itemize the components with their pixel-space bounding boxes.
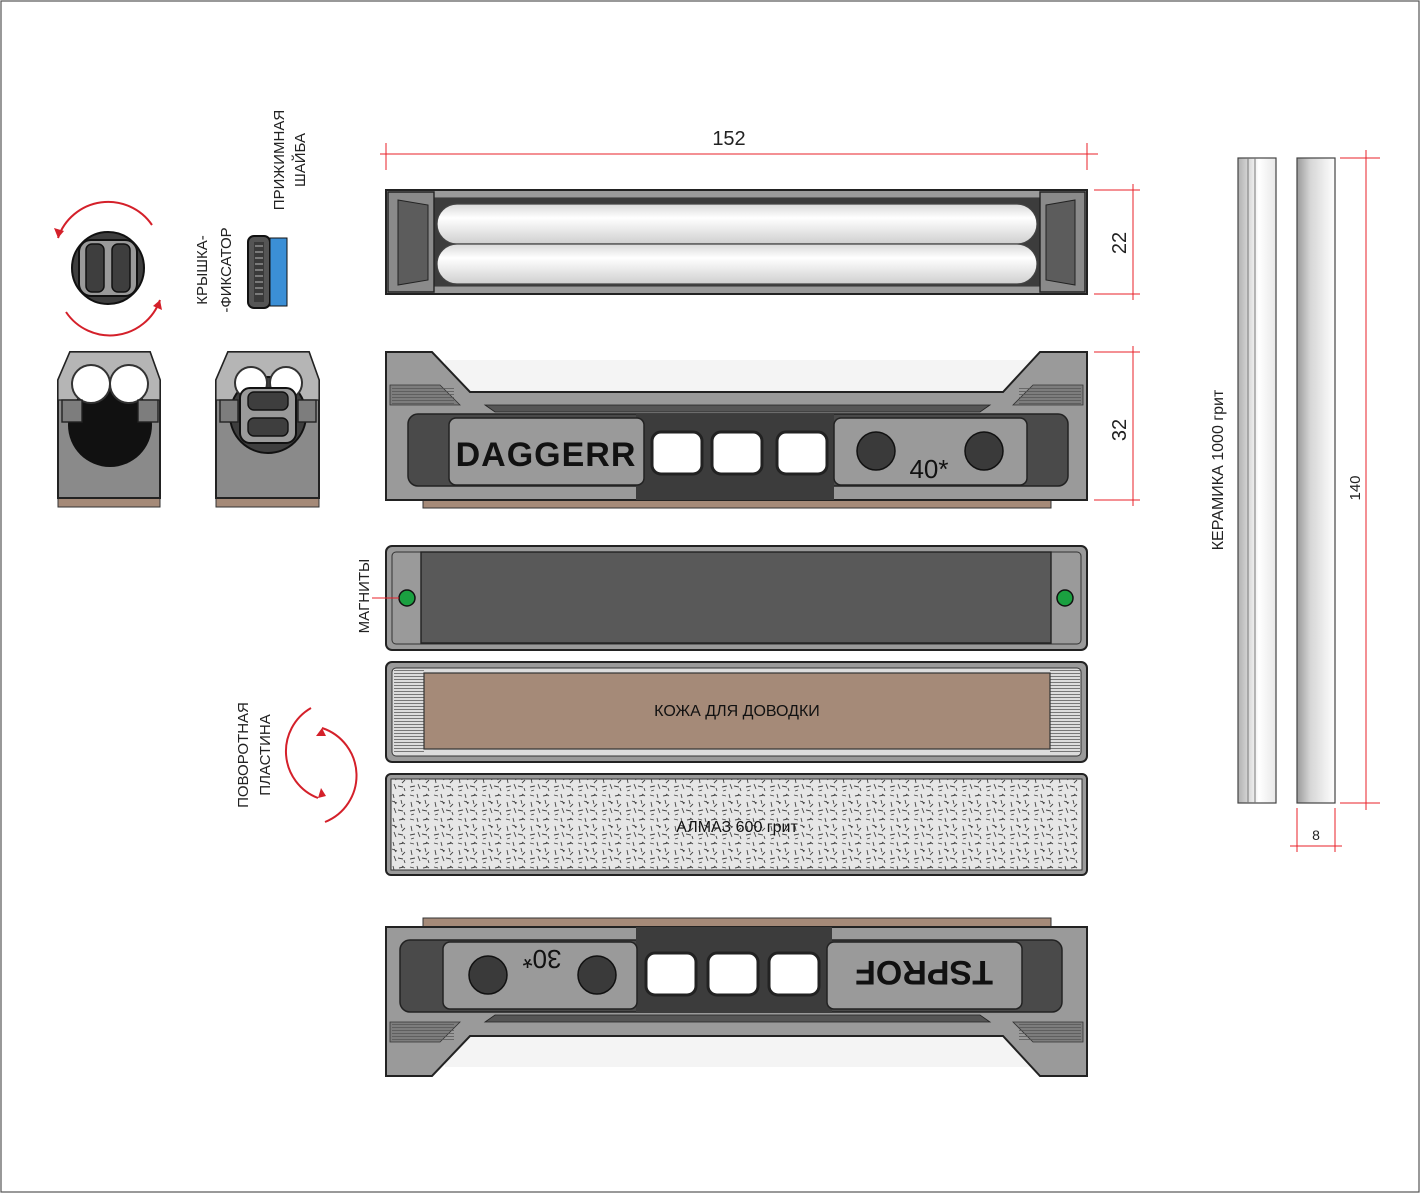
rotating-plate-label-2: ПЛАСТИНА <box>257 714 274 795</box>
ceramic-stones: КЕРАМИКА 1000 грит 140 8 <box>1210 150 1380 852</box>
cap-lock-label-2: -ФИКСАТОР <box>218 227 235 312</box>
arrow-head-icon <box>54 228 64 238</box>
leather-plate: КОЖА ДЛЯ ДОВОДКИ <box>385 661 1088 763</box>
top-view: 152 22 <box>380 128 1140 300</box>
side-profile-1 <box>57 351 161 508</box>
rotating-cap <box>54 200 162 337</box>
cap-lock-label-1: КРЫШКА- <box>194 235 211 305</box>
rod-lower <box>436 243 1038 285</box>
height-side-value: 32 <box>1109 419 1131 441</box>
washer-label-2: ШАЙБА <box>291 133 309 187</box>
leather-label: КОЖА ДЛЯ ДОВОДКИ <box>654 703 820 720</box>
tsprof-logo: TSPROF <box>855 953 993 991</box>
magnet-right <box>1056 589 1074 607</box>
length-value: 152 <box>712 128 745 150</box>
rotating-plate-label-1: ПОВОРОТНАЯ <box>235 702 252 808</box>
angle-30: 30* <box>522 944 561 974</box>
daggerr-logo: DAGGERR <box>456 436 637 474</box>
dimension-length: 152 <box>380 128 1098 170</box>
angle-40: 40* <box>909 454 948 484</box>
arrow-head-icon <box>153 300 162 310</box>
magnet-plate: МАГНИТЫ <box>356 545 1088 651</box>
cap-lock-detail: КРЫШКА- -ФИКСАТОР ПРИЖИМНАЯ ШАЙБА <box>194 110 309 313</box>
end-cap-left <box>387 191 435 293</box>
diamond-label: АЛМАЗ 600 грит <box>676 819 798 836</box>
back-view: 30* TSPROF <box>385 917 1088 1077</box>
dimension-stone-width: 8 <box>1290 808 1342 852</box>
washer-label-1: ПРИЖИМНАЯ <box>271 110 288 210</box>
magnet-left <box>398 589 416 607</box>
ceramic-label: КЕРАМИКА 1000 грит <box>1210 389 1227 550</box>
pressure-washer <box>269 237 288 307</box>
arrow-head-icon <box>316 728 326 736</box>
end-cap-right <box>1039 191 1086 293</box>
side-profile-2 <box>215 351 320 508</box>
front-view: DAGGERR 40* 32 <box>385 346 1140 509</box>
magnets-label: МАГНИТЫ <box>356 559 373 634</box>
rotating-plate-callout: ПОВОРОТНАЯ ПЛАСТИНА <box>235 702 358 823</box>
dimension-height-side: 32 <box>1094 346 1140 506</box>
rod-upper <box>436 203 1038 245</box>
dimension-height-top: 22 <box>1094 184 1140 300</box>
height-top-value: 22 <box>1109 232 1131 254</box>
dimension-stone-length: 140 <box>1340 150 1380 810</box>
stone-width-value: 8 <box>1312 827 1320 843</box>
diamond-plate: АЛМАЗ 600 грит <box>385 773 1088 876</box>
arrow-head-icon <box>318 788 326 798</box>
stone-length-value: 140 <box>1347 475 1364 500</box>
